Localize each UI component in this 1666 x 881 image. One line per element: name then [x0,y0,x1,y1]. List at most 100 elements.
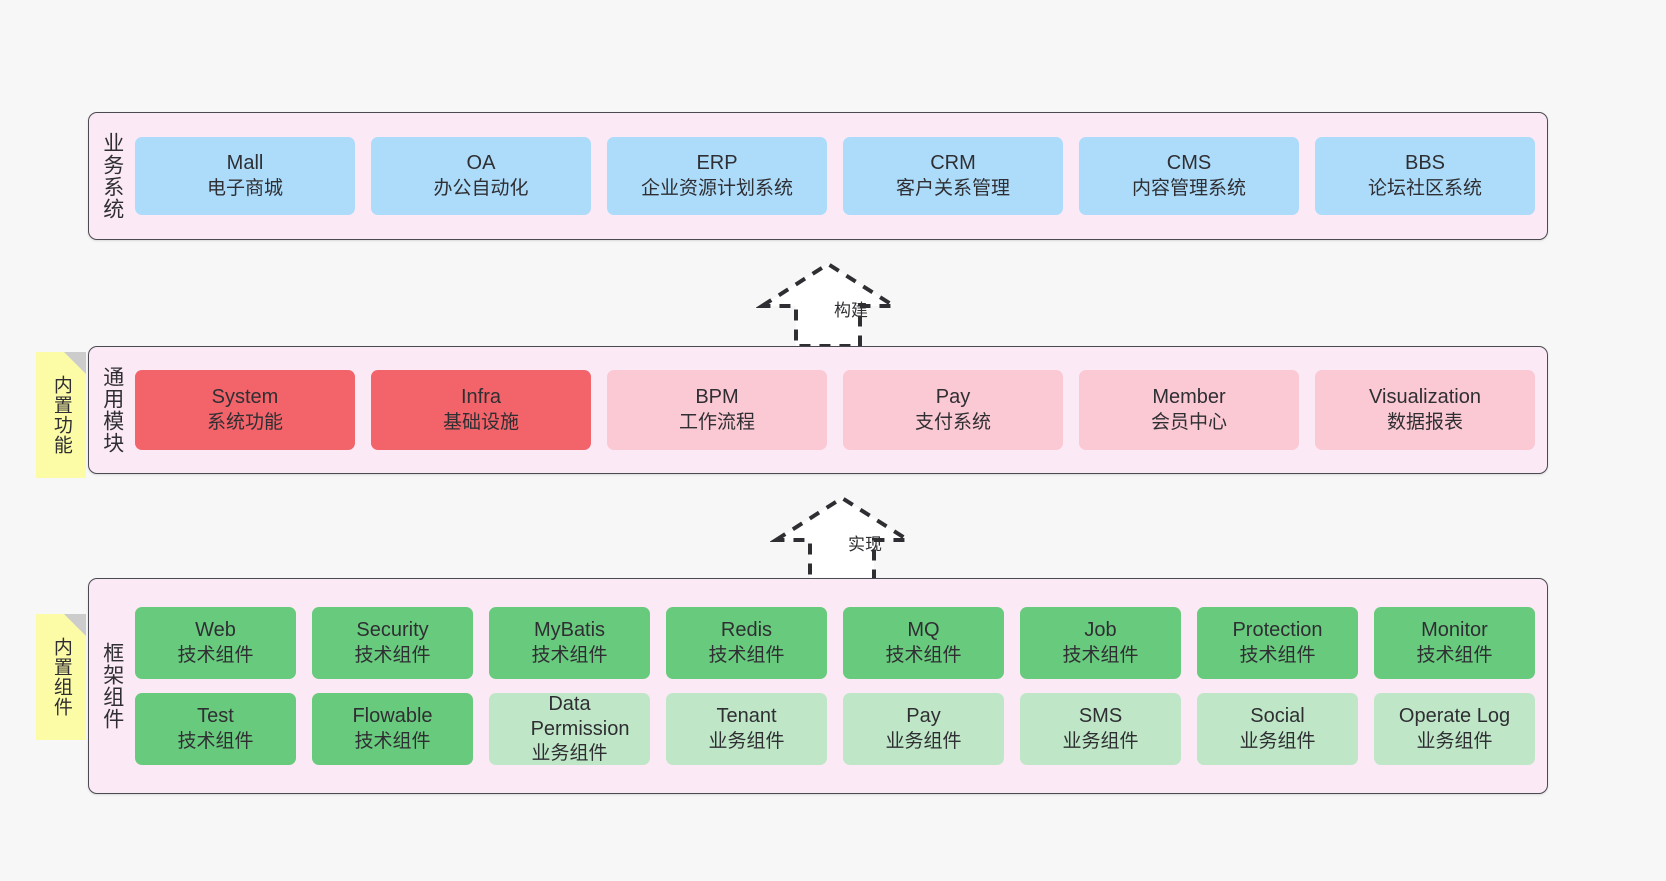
card-bpm[interactable]: BPM 工作流程 [607,370,827,450]
card-mybatis[interactable]: MyBatis 技术组件 [489,607,650,679]
card-bbs[interactable]: BBS 论坛社区系统 [1315,137,1535,215]
card-title: Operate Log [1398,705,1511,728]
card-infra[interactable]: Infra 基础设施 [371,370,591,450]
card-test[interactable]: Test 技术组件 [135,693,296,765]
card-subtitle: 技术组件 [885,644,962,666]
layer-business-title: 业务系统 [100,132,124,220]
card-job[interactable]: Job 技术组件 [1020,607,1181,679]
card-title: Data Permission [530,692,630,741]
card-subtitle: 业务组件 [885,730,962,752]
note-label: 内置功能 [50,375,72,455]
layer-common-modules: 通用模块 System 系统功能 Infra 基础设施 BPM 工作流程 Pay… [88,346,1548,474]
card-mq[interactable]: MQ 技术组件 [843,607,1004,679]
card-subtitle: 技术组件 [1062,644,1139,666]
card-erp[interactable]: ERP 企业资源计划系统 [607,137,827,215]
card-visualization[interactable]: Visualization 数据报表 [1315,370,1535,450]
card-title: ERP [696,152,738,175]
card-title: Infra [460,386,502,409]
card-social[interactable]: Social 业务组件 [1197,693,1358,765]
layer-modules-body: System 系统功能 Infra 基础设施 BPM 工作流程 Pay 支付系统… [135,347,1547,473]
card-subtitle: 支付系统 [914,411,991,433]
card-subtitle: 业务组件 [1239,730,1316,752]
card-subtitle: 会员中心 [1150,411,1227,433]
card-subtitle: 办公自动化 [433,177,529,199]
framework-biz-row: Test 技术组件 Flowable 技术组件 Data Permission … [135,693,1535,765]
card-title: Member [1152,386,1226,409]
card-member[interactable]: Member 会员中心 [1079,370,1299,450]
card-title: OA [466,152,496,175]
card-operate-log[interactable]: Operate Log 业务组件 [1374,693,1535,765]
card-title: CRM [930,152,976,175]
card-cms[interactable]: CMS 内容管理系统 [1079,137,1299,215]
card-subtitle: 技术组件 [1416,644,1493,666]
card-title: Visualization [1369,386,1481,409]
card-subtitle: 系统功能 [206,411,283,433]
card-title: CMS [1166,152,1212,175]
card-subtitle: 业务组件 [1062,730,1139,752]
card-subtitle: 数据报表 [1386,411,1463,433]
card-pay[interactable]: Pay 支付系统 [843,370,1063,450]
card-subtitle: 技术组件 [708,644,785,666]
connector-implement: 实现 [770,492,920,584]
layer-modules-title: 通用模块 [100,366,124,454]
card-sms[interactable]: SMS 业务组件 [1020,693,1181,765]
card-title: Tenant [716,705,777,728]
card-title: Security [356,619,429,642]
card-title: BBS [1404,152,1446,175]
card-oa[interactable]: OA 办公自动化 [371,137,591,215]
card-subtitle: 技术组件 [354,644,431,666]
card-data-permission[interactable]: Data Permission 业务组件 [489,693,650,765]
card-title: SMS [1078,705,1123,728]
card-subtitle: 企业资源计划系统 [640,177,793,199]
card-monitor[interactable]: Monitor 技术组件 [1374,607,1535,679]
card-crm[interactable]: CRM 客户关系管理 [843,137,1063,215]
card-web[interactable]: Web 技术组件 [135,607,296,679]
module-card-row: System 系统功能 Infra 基础设施 BPM 工作流程 Pay 支付系统… [135,370,1535,450]
card-title: Redis [720,619,773,642]
card-subtitle: 内容管理系统 [1131,177,1246,199]
implement-arrow-icon [770,495,915,582]
card-security[interactable]: Security 技术组件 [312,607,473,679]
note-builtin-components: 内置组件 [36,614,86,740]
card-protection[interactable]: Protection 技术组件 [1197,607,1358,679]
card-subtitle: 业务组件 [531,743,608,765]
card-subtitle: 技术组件 [531,644,608,666]
card-title: MyBatis [533,619,606,642]
layer-business-body: Mall 电子商城 OA 办公自动化 ERP 企业资源计划系统 CRM 客户关系… [135,113,1547,239]
card-subtitle: 技术组件 [1239,644,1316,666]
card-title: Flowable [352,705,433,728]
layer-business-systems: 业务系统 Mall 电子商城 OA 办公自动化 ERP 企业资源计划系统 CRM… [88,112,1548,240]
card-subtitle: 客户关系管理 [895,177,1010,199]
card-subtitle: 基础设施 [442,411,519,433]
card-title: Monitor [1421,619,1488,642]
card-title: System [211,386,279,409]
card-title: Mall [226,152,264,175]
framework-tech-row: Web 技术组件 Security 技术组件 MyBatis 技术组件 Redi… [135,607,1535,679]
card-title: Web [195,619,236,642]
note-builtin-features: 内置功能 [36,352,86,478]
card-title: Pay [906,705,941,728]
card-subtitle: 业务组件 [708,730,785,752]
note-fold-corner-icon [64,614,86,636]
card-title: Pay [935,386,971,409]
connector-build-label: 构建 [834,301,868,320]
card-flowable[interactable]: Flowable 技术组件 [312,693,473,765]
card-system[interactable]: System 系统功能 [135,370,355,450]
card-title: Protection [1232,619,1323,642]
card-subtitle: 工作流程 [678,411,755,433]
card-mall[interactable]: Mall 电子商城 [135,137,355,215]
card-subtitle: 技术组件 [177,644,254,666]
card-title: Job [1084,619,1117,642]
connector-build: 构建 [756,258,906,350]
layer-framework-body: Web 技术组件 Security 技术组件 MyBatis 技术组件 Redi… [135,579,1547,793]
card-redis[interactable]: Redis 技术组件 [666,607,827,679]
business-card-row: Mall 电子商城 OA 办公自动化 ERP 企业资源计划系统 CRM 客户关系… [135,137,1535,215]
build-arrow-icon [756,261,901,348]
card-tenant[interactable]: Tenant 业务组件 [666,693,827,765]
card-title: Test [197,705,234,728]
note-label: 内置组件 [50,637,72,717]
card-subtitle: 业务组件 [1416,730,1493,752]
note-fold-corner-icon [64,352,86,374]
card-pay-component[interactable]: Pay 业务组件 [843,693,1004,765]
card-subtitle: 技术组件 [177,730,254,752]
